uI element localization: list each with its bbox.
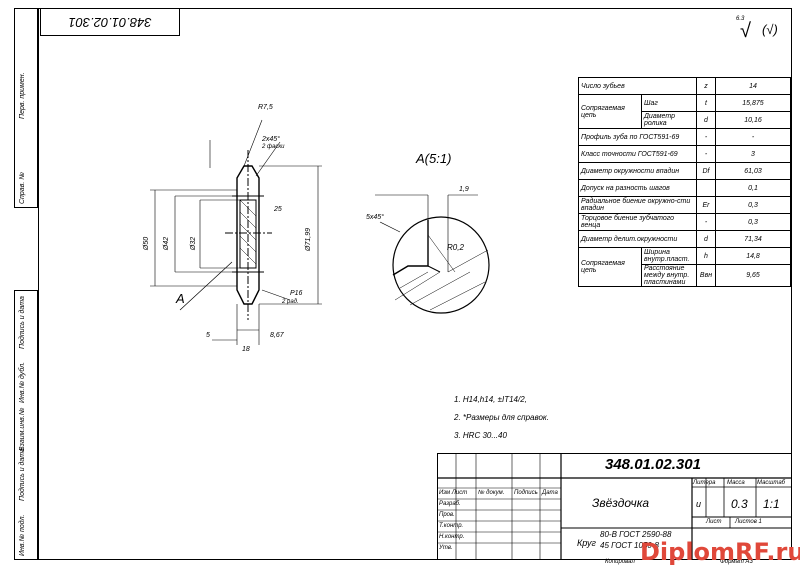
dim-angle: 5x45° — [366, 214, 384, 221]
sprocket-section — [150, 119, 322, 345]
dim-d50: Ø50 — [143, 236, 151, 251]
left-strip-top: Перв. примен. Справ. № — [14, 8, 38, 208]
material-label: Круг — [577, 538, 596, 548]
tb-header-date: Дата — [542, 490, 558, 496]
roughness-check-icon: √ — [740, 20, 751, 42]
tb-row-tkontr: Т.контр. — [439, 523, 464, 529]
title-block — [437, 453, 792, 560]
roughness-value: 6.3 — [736, 16, 745, 22]
material-line-3: 45 ГОСТ 1050-8 — [600, 541, 659, 550]
dim-d32: Ø32 — [190, 236, 198, 251]
tb-header-sign: Подпись — [514, 490, 538, 496]
sheet-label: Лист — [706, 519, 722, 525]
sheets-label: Листов 1 — [735, 519, 762, 525]
note-1: 1. Н14,h14, ±IT14/2, — [454, 395, 527, 404]
format-label: Формат А3 — [720, 559, 753, 565]
dim-p16-note: 2 рад. — [282, 299, 299, 305]
dim-d7199: Ø71,99 — [304, 228, 312, 251]
watermark-logo: DiplomRF.ru — [640, 538, 800, 566]
table-row: Профиль зуба по ГОСТ591-69-- — [578, 128, 791, 146]
dim-25: 25 — [274, 206, 282, 213]
tb-row-prov: Пров. — [439, 512, 455, 518]
left-strip-bottom: Подпись и дата Инв.№ дубл. Взаим.инв.№ П… — [14, 290, 38, 560]
top-code-box: 348.01.02.301 — [40, 8, 180, 36]
part-name: Звёздочка — [592, 496, 650, 510]
note-2: 2. *Размеры для справок. — [454, 413, 549, 422]
copied-label: Копировал — [605, 559, 635, 565]
tb-row-utv: Утв. — [439, 545, 453, 551]
drawing-frame — [38, 8, 792, 560]
dim-chamfer-note: 2 фаски — [262, 144, 285, 150]
section-arrow-label: A — [176, 291, 185, 306]
tb-header-doc: № докум. — [478, 490, 505, 496]
mass-value: 0.3 — [731, 497, 748, 511]
litera-label: Литера — [693, 480, 716, 486]
title-drawing-number: 348.01.02.301 — [605, 456, 701, 473]
tb-row-razrab: Разраб. — [439, 501, 461, 507]
litera-value: u — [696, 499, 702, 509]
detail-view-label: A(5:1) — [416, 151, 452, 166]
dim-d42: Ø42 — [163, 236, 171, 251]
tb-row-nkontr: Н.контр. — [439, 534, 465, 540]
material-line-2: 80-В ГОСТ 2590-88 — [600, 530, 672, 539]
dim-w5: 5 — [206, 332, 210, 339]
dim-w18: 18 — [242, 346, 250, 353]
title-block-grid — [437, 453, 792, 560]
dim-chamfer: 2x45° — [262, 136, 280, 143]
table-row: Торцовое биение зубчатого венца-0,3 — [578, 213, 791, 231]
dim-p16: P16 — [290, 290, 303, 297]
dim-radius: R7,5 — [258, 104, 273, 111]
mass-label: Масса — [727, 480, 745, 486]
technical-notes: 1. Н14,h14, ±IT14/2, 2. *Размеры для спр… — [454, 395, 549, 449]
scale-value: 1:1 — [763, 497, 780, 511]
scale-label: Масштаб — [757, 480, 786, 486]
tb-header-izm: Изм Лист — [439, 490, 468, 496]
table-row: Класс точности ГОСТ591-69-3 — [578, 145, 791, 163]
roughness-suffix: (√) — [762, 22, 778, 37]
detail-view-a — [375, 194, 490, 314]
note-3: 3. HRC 30...40 — [454, 431, 507, 440]
dim-d19: 1,9 — [459, 186, 469, 193]
dim-r02: R0,2 — [447, 243, 464, 252]
dim-w867: 8,67 — [270, 332, 284, 339]
